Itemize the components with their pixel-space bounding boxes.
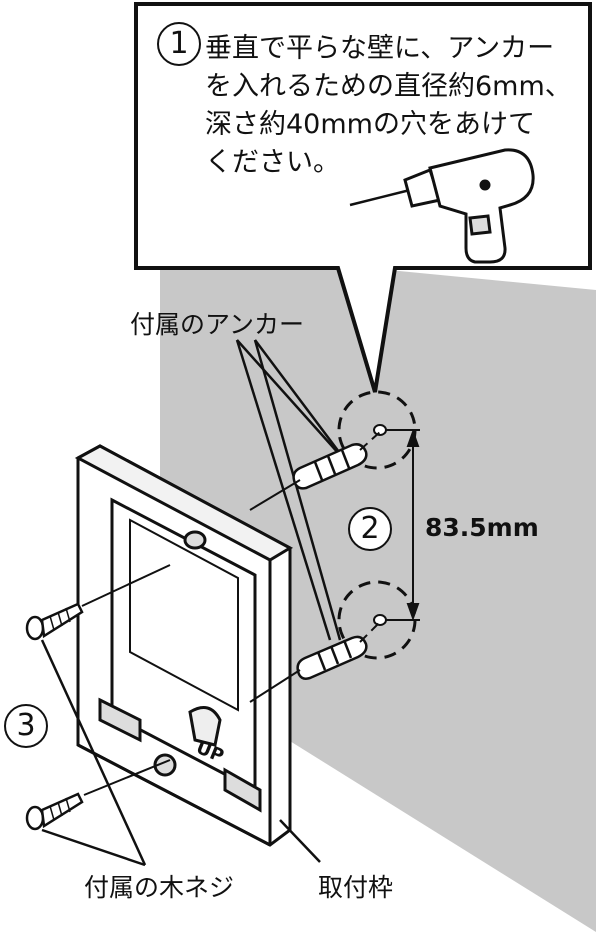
- step1-line-2: を入れるための直径約6mm、: [205, 71, 572, 102]
- wall-surface: [160, 248, 596, 932]
- step3-number: 3: [4, 704, 48, 748]
- step2-number: 2: [348, 507, 392, 551]
- anchor-icon: [292, 443, 368, 490]
- frame-leader-line: [279, 819, 321, 863]
- drill-icon: [349, 148, 535, 264]
- callout-box: [134, 2, 592, 393]
- screw-icon: [25, 792, 84, 831]
- dimension-value: 83.5mm: [425, 513, 539, 542]
- guide-lines: [359, 431, 381, 643]
- step1-line-1: 垂直で平らな壁に、アンカー: [205, 33, 555, 64]
- dimension-line: [385, 429, 420, 621]
- frame-label: 取付枠: [318, 873, 394, 902]
- screw-leader-lines: [40, 639, 147, 867]
- step1-line-3: 深さ約40mmの穴をあけて: [205, 109, 535, 140]
- mounting-frame-icon: [74, 444, 294, 847]
- screw-guide-lines: [81, 479, 301, 796]
- step1-line-4: ください。: [205, 147, 340, 178]
- step1-number: 1: [157, 22, 201, 66]
- screw-icon: [25, 602, 84, 641]
- anchor-label: 付属のアンカー: [130, 310, 305, 339]
- screws-label: 付属の木ネジ: [84, 873, 235, 902]
- step1-instruction: 垂直で平らな壁に、アンカー を入れるための直径約6mm、 深さ約40mmの穴をあ…: [205, 30, 585, 182]
